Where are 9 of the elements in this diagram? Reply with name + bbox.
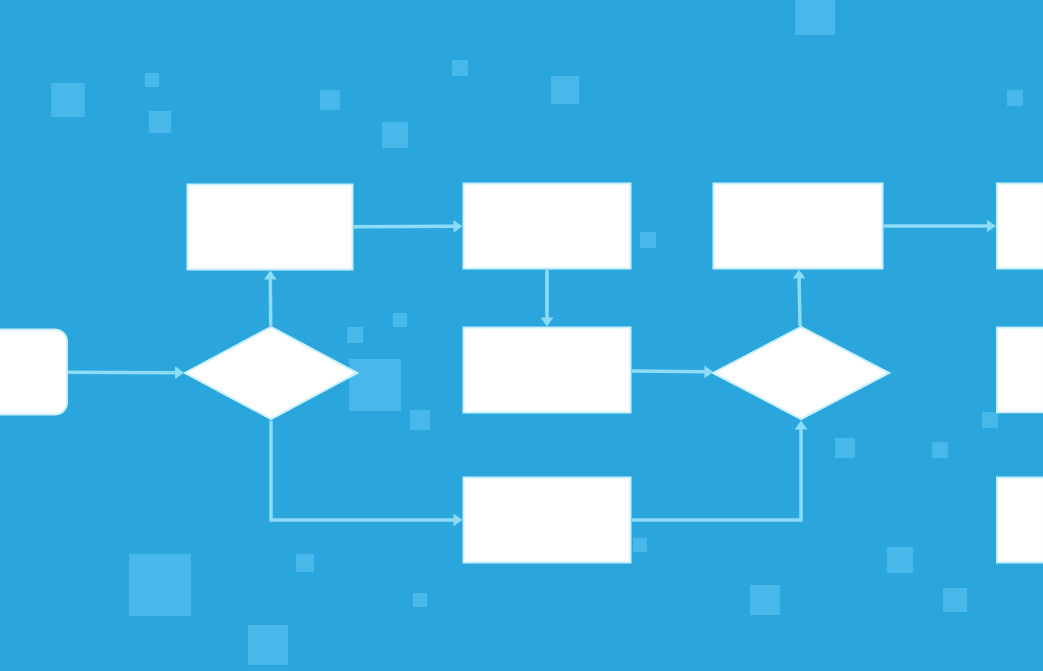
- process-box: [996, 326, 1043, 414]
- process-box: [462, 326, 632, 414]
- process-box: [996, 182, 1043, 270]
- process-box: [462, 476, 632, 564]
- process-box: [186, 183, 354, 271]
- start-box: [0, 328, 68, 416]
- process-box: [712, 182, 884, 270]
- process-box: [996, 476, 1043, 564]
- process-box: [462, 182, 632, 270]
